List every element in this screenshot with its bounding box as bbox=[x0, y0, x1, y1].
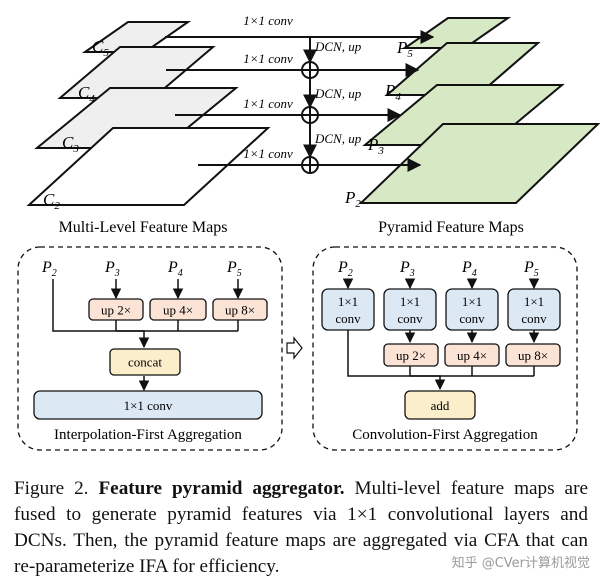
ifa-up-2x-label: up 2× bbox=[101, 303, 131, 318]
ifa-concat-label: concat bbox=[128, 355, 162, 370]
cfa-conv-p5-line2: conv bbox=[521, 311, 547, 326]
dcn-label-3: DCN, up bbox=[314, 131, 362, 146]
ifa-input-p3: P3 bbox=[104, 259, 120, 279]
cfa-input-p5: P5 bbox=[523, 259, 539, 279]
caption-bold-title: Feature pyramid aggregator. bbox=[98, 478, 345, 499]
ifa-up-8x-label: up 8× bbox=[225, 303, 255, 318]
cfa-conv-p2-line1: 1×1 bbox=[338, 294, 358, 309]
cfa-conv-p5 bbox=[507, 288, 561, 331]
ifa-up-2x bbox=[88, 298, 144, 321]
ifa-conv-block bbox=[33, 390, 263, 420]
conv-label-2: 1×1 conv bbox=[243, 51, 293, 66]
watermark: 知乎 @CVer计算机视觉 bbox=[449, 552, 592, 571]
conv-label-4: 1×1 conv bbox=[243, 146, 293, 161]
cfa-conv-p3 bbox=[383, 288, 437, 331]
cfa-add-block bbox=[404, 390, 476, 420]
ifa-up-8x bbox=[212, 298, 268, 321]
ifa-input-p2: P2 bbox=[41, 259, 57, 279]
figure-diagram: C5 C4 C3 C2 P5 P4 P3 P2 1×1 conv 1×1 con… bbox=[17, 13, 600, 451]
ifa-concat-block bbox=[109, 348, 181, 376]
cfa-conv-blocks bbox=[321, 288, 561, 331]
caption-prefix: Figure 2. bbox=[14, 478, 89, 499]
conv-label-3: 1×1 conv bbox=[243, 96, 293, 111]
cfa-conv-p3-line1: 1×1 bbox=[400, 294, 420, 309]
sum-node-p3 bbox=[301, 106, 319, 124]
ifa-title: Interpolation-First Aggregation bbox=[54, 427, 242, 443]
conv-arrows bbox=[165, 30, 435, 172]
cfa-up-8x-label: up 8× bbox=[518, 348, 548, 363]
cfa-add-label: add bbox=[431, 398, 450, 413]
cfa-arrows bbox=[342, 278, 540, 391]
ifa-up-blocks bbox=[88, 298, 268, 321]
equivalence-arrow-icon bbox=[286, 336, 303, 360]
left-feature-maps bbox=[26, 21, 271, 206]
cfa-panel bbox=[312, 246, 578, 451]
p2-plane bbox=[358, 123, 600, 204]
cfa-up-blocks bbox=[383, 343, 561, 367]
ifa-input-p4: P4 bbox=[167, 259, 183, 279]
cfa-conv-p4-line2: conv bbox=[459, 311, 485, 326]
sum-node-p2 bbox=[301, 156, 319, 174]
cfa-conv-p5-line1: 1×1 bbox=[524, 294, 544, 309]
caption-body: Multi-level feature maps are fused to ge… bbox=[14, 478, 588, 577]
figure-caption: Figure 2. Feature pyramid aggregator. Mu… bbox=[14, 476, 588, 580]
cfa-conv-p3-line2: conv bbox=[397, 311, 423, 326]
cfa-input-p4: P4 bbox=[461, 259, 477, 279]
cfa-conv-p2 bbox=[321, 288, 375, 331]
p2-label: P2 bbox=[344, 188, 361, 210]
cfa-conv-p4-line1: 1×1 bbox=[462, 294, 482, 309]
cfa-up-4x bbox=[444, 343, 500, 367]
sum-nodes bbox=[301, 61, 319, 174]
ifa-up-4x-label: up 4× bbox=[163, 303, 193, 318]
sum-node-p4 bbox=[301, 61, 319, 79]
ifa-panel bbox=[17, 246, 283, 451]
left-maps-title: Multi-Level Feature Maps bbox=[59, 219, 228, 236]
ifa-conv-label: 1×1 conv bbox=[124, 398, 173, 413]
c2-plane bbox=[26, 127, 271, 206]
cfa-input-p2: P2 bbox=[337, 259, 353, 279]
cfa-conv-p2-line2: conv bbox=[335, 311, 361, 326]
dcn-label-2: DCN, up bbox=[314, 86, 362, 101]
cfa-conv-p4 bbox=[445, 288, 499, 331]
cfa-up-4x-label: up 4× bbox=[457, 348, 487, 363]
ifa-input-p5: P5 bbox=[226, 259, 242, 279]
dcn-label-1: DCN, up bbox=[314, 39, 362, 54]
ifa-arrows bbox=[52, 279, 244, 392]
cfa-up-2x-label: up 2× bbox=[396, 348, 426, 363]
right-feature-maps bbox=[358, 17, 600, 204]
cfa-up-8x bbox=[505, 343, 561, 367]
right-maps-title: Pyramid Feature Maps bbox=[378, 219, 524, 236]
conv-label-1: 1×1 conv bbox=[243, 13, 293, 28]
cfa-up-2x bbox=[383, 343, 439, 367]
ifa-up-4x bbox=[149, 298, 207, 321]
cfa-input-p3: P3 bbox=[399, 259, 415, 279]
p5-label: P5 bbox=[396, 38, 413, 60]
cfa-title: Convolution-First Aggregation bbox=[352, 427, 538, 443]
